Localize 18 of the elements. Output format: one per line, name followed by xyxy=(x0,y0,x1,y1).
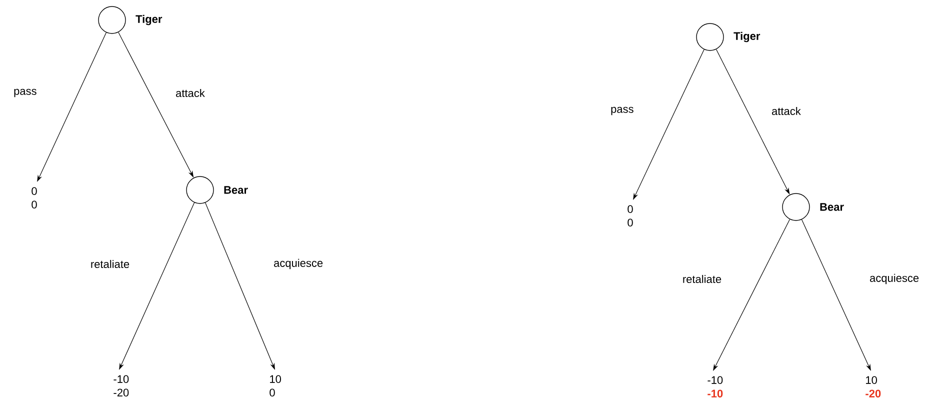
edge-label: acquiesce xyxy=(274,258,323,270)
edge-label: retaliate xyxy=(683,274,722,284)
payoff-label: 0 0 xyxy=(628,205,633,226)
player-label: Tiger xyxy=(136,14,162,26)
payoff-label: 10 0 xyxy=(270,375,281,396)
player-label: Bear xyxy=(224,186,248,194)
payoff-label: -10 -10 xyxy=(708,376,723,398)
payoff-label: 10 -20 xyxy=(866,376,881,398)
edge-label: attack xyxy=(176,88,205,98)
edge-label: attack xyxy=(772,106,801,116)
edge-label: acquiesce xyxy=(870,274,919,284)
edge-label: retaliate xyxy=(91,260,130,268)
payoff-label: -10 -20 xyxy=(114,375,129,396)
payoff-label: 0 0 xyxy=(32,187,37,208)
edge-label: pass xyxy=(14,88,36,98)
edge-label: pass xyxy=(611,106,634,116)
player-label: Bear xyxy=(820,203,844,211)
player-label: Tiger xyxy=(734,32,760,42)
